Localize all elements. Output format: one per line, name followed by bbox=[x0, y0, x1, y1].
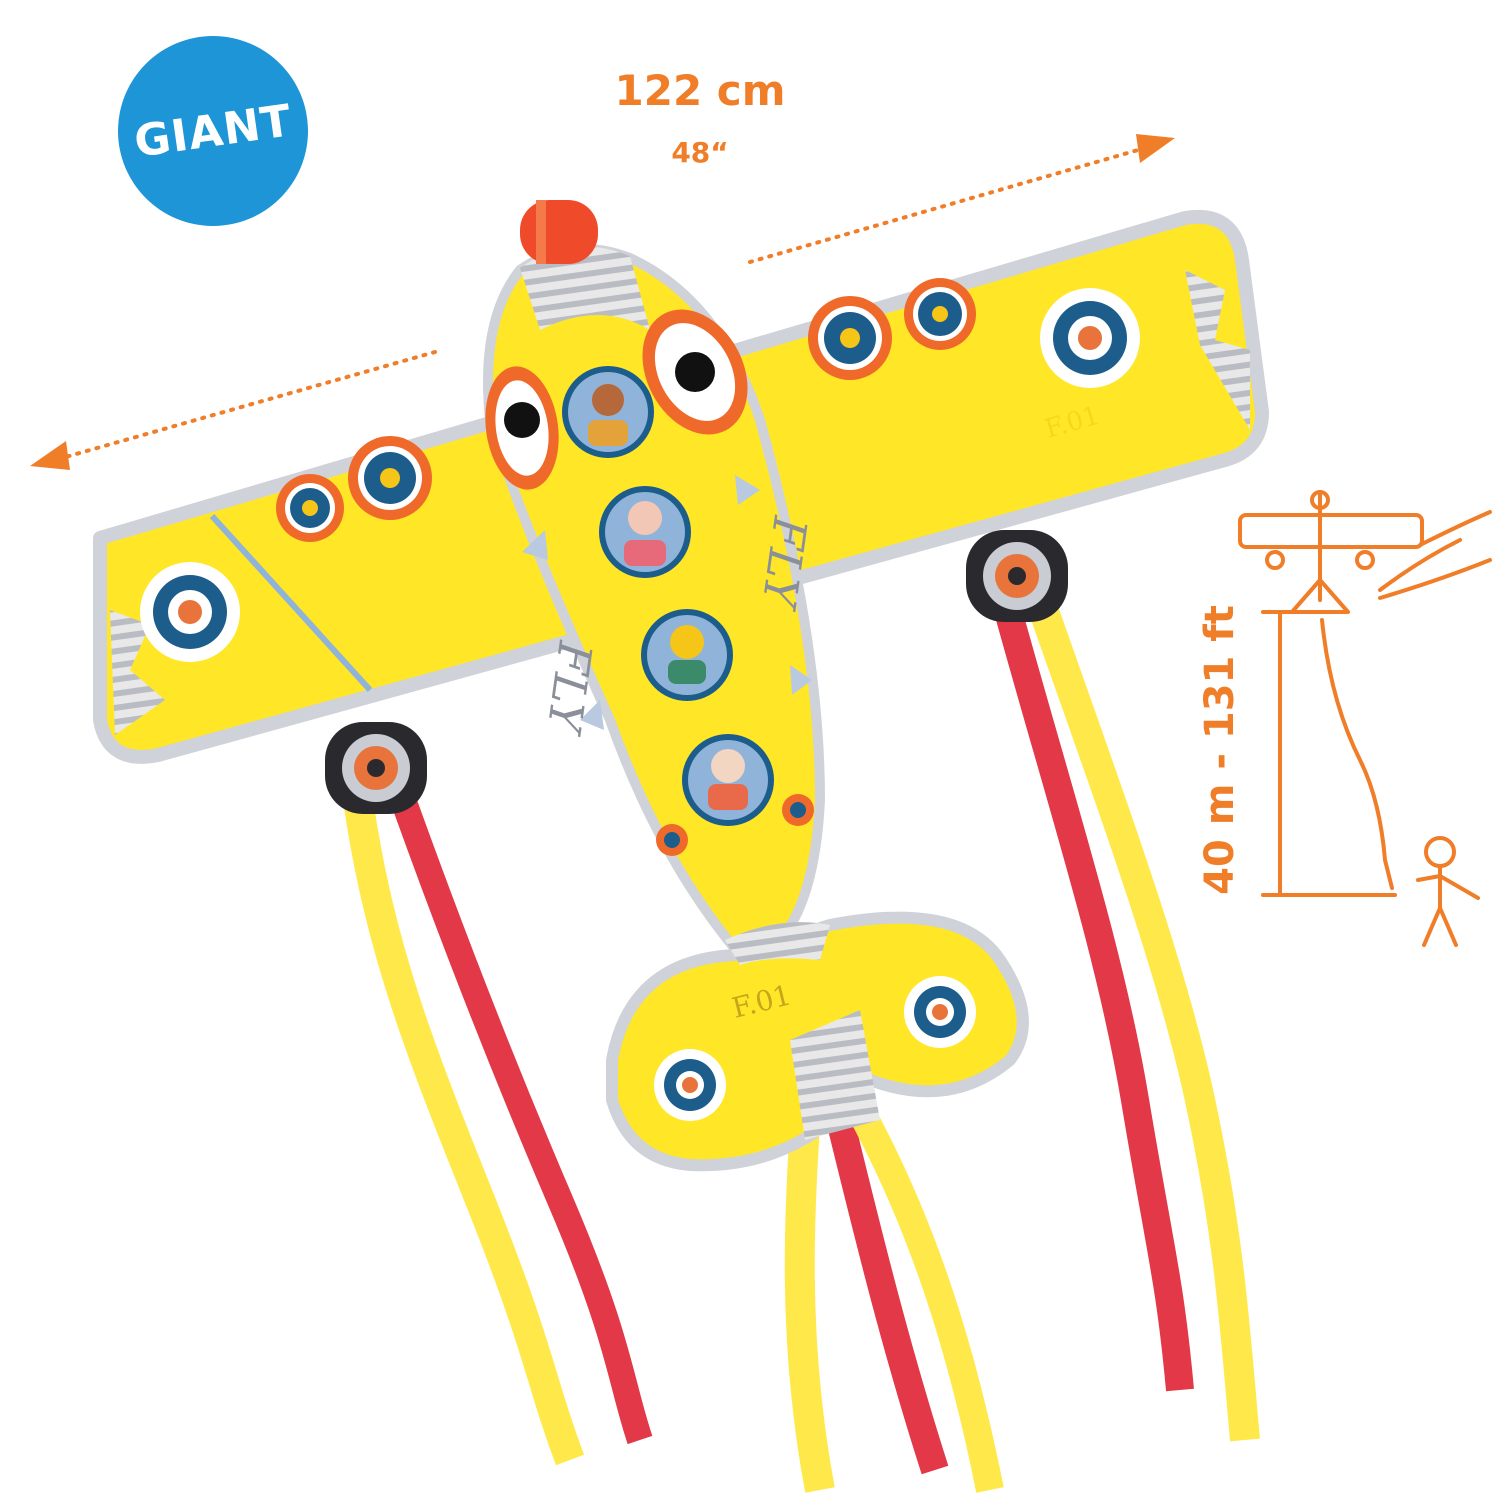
kite-flyer-icon bbox=[1238, 490, 1492, 897]
fuselage-fly-label-right: FLY bbox=[751, 512, 818, 614]
roundel bbox=[904, 976, 976, 1048]
engine bbox=[904, 278, 976, 350]
fuselage-fly-label-left: FLY bbox=[536, 637, 603, 739]
eye bbox=[485, 366, 559, 490]
dotted-arrow-right-icon bbox=[748, 134, 1175, 264]
person-icon bbox=[1416, 836, 1480, 947]
dotted-arrow-left-icon bbox=[30, 350, 437, 470]
engine bbox=[348, 436, 432, 520]
kite-fuselage: FLY FLY bbox=[483, 200, 830, 965]
wheel bbox=[325, 722, 427, 814]
porthole-pilot bbox=[641, 609, 733, 701]
roundel bbox=[654, 1049, 726, 1121]
width-cm-label: 122 cm bbox=[614, 66, 786, 115]
engine bbox=[276, 474, 344, 542]
ribbon-tails bbox=[343, 595, 1260, 1493]
giant-badge: GIANT bbox=[118, 36, 308, 226]
roundel bbox=[140, 562, 240, 662]
eye bbox=[642, 309, 748, 435]
width-inch-label: 48“ bbox=[671, 136, 729, 169]
height-range-label: 40 m - 131 ft bbox=[1197, 605, 1243, 895]
porthole-pilot bbox=[562, 366, 654, 458]
roundel bbox=[1040, 288, 1140, 388]
engine bbox=[808, 296, 892, 380]
kite-tail: F.01 bbox=[606, 911, 1029, 1172]
wheel bbox=[966, 530, 1068, 622]
porthole-pilot bbox=[682, 734, 774, 826]
porthole-pilot bbox=[599, 486, 691, 578]
